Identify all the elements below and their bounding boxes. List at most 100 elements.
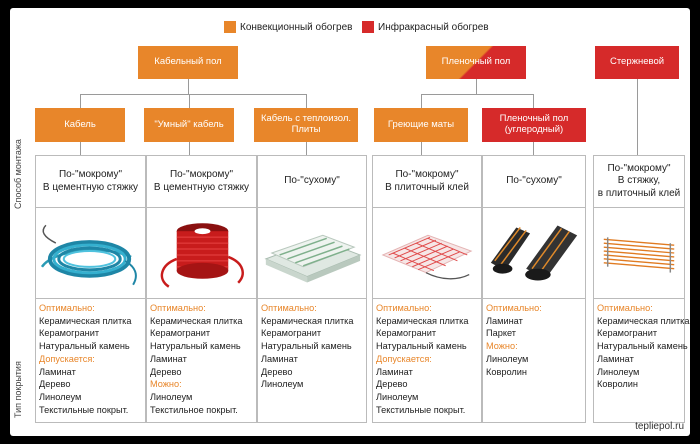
red-cable-spool-image <box>147 209 256 297</box>
cover-heading: Оптимально: <box>376 303 432 313</box>
connector <box>637 79 638 156</box>
mount-lines: По-"мокрому"В цементную стяжку <box>154 169 249 194</box>
connector <box>80 94 307 95</box>
group-rod-floor: Стержневой <box>595 46 679 79</box>
cover-item: Ковролин <box>597 379 638 390</box>
cover-item: Керамическая плитка <box>150 315 243 326</box>
cover-item: Линолеум <box>150 391 193 402</box>
connector <box>80 142 81 156</box>
cover-item: Натуральный камень <box>597 341 688 352</box>
legend-convection: Конвекционный обогрев <box>224 21 352 33</box>
insulation-plates-image <box>258 209 366 297</box>
subtype-film-carbon: Пленочный пол (углеродный) <box>482 108 586 142</box>
row-label-cover: Тип покрытия <box>13 361 23 418</box>
cover-item: Натуральный камень <box>39 341 130 352</box>
mount-lines: По-"мокрому"В цементную стяжку <box>43 169 138 194</box>
cover-item: Паркет <box>486 328 516 339</box>
cover-item: Дерево <box>39 379 71 390</box>
rod-mat-image <box>594 209 684 297</box>
mount-line: В плиточный клей <box>385 181 469 193</box>
cover-item: Ламинат <box>376 366 413 377</box>
mount-line: По-"мокрому" <box>607 162 671 174</box>
mount-line: По-"мокрому" <box>169 169 234 180</box>
mount-lines: По-"мокрому"В плиточный клей <box>385 169 469 194</box>
mount-method: По-"мокрому"В цементную стяжку <box>147 156 256 208</box>
connector <box>421 142 422 156</box>
subtype-cable-insulation: Кабель с теплоизол. Плиты <box>254 108 358 142</box>
cover-item: Ламинат <box>597 353 634 364</box>
mount-line: В цементную стяжку <box>153 181 250 193</box>
cover-item: Керамогранит <box>150 328 211 339</box>
mount-line: в плиточный клей <box>597 187 681 199</box>
cover-item: Натуральный камень <box>150 341 241 352</box>
cover-item: Ламинат <box>150 353 187 364</box>
connector <box>189 94 190 108</box>
legend-swatch-red <box>362 21 374 33</box>
cover-item: Керамическая плитка <box>376 315 469 326</box>
group-film-floor: Пленочный пол <box>426 46 526 79</box>
column-cable: По-"мокрому"В цементную стяжку Оптимальн… <box>35 155 146 423</box>
mount-line: В цементную стяжку <box>42 181 139 193</box>
cover-item: Ковролин <box>486 366 527 377</box>
cover-item: Керамогранит <box>376 328 437 339</box>
mount-method: По-"мокрому"В стяжку,в плиточный клей <box>594 156 684 208</box>
cover-item: Дерево <box>376 379 408 390</box>
connector <box>306 94 307 108</box>
cover-item: Линолеум <box>39 391 82 402</box>
mount-lines: По-"сухому" <box>506 175 562 188</box>
cover-heading: Оптимально: <box>39 303 95 313</box>
mount-line: По-"мокрому" <box>58 169 123 180</box>
cover-heading: Оптимально: <box>150 303 206 313</box>
cover-item: Керамогранит <box>39 328 100 339</box>
cover-item: Керамогранит <box>261 328 322 339</box>
cover-item: Линолеум <box>597 366 640 377</box>
diagram-frame: Конвекционный обогрев Инфракрасный обогр… <box>10 8 690 436</box>
cover-item: Керамическая плитка <box>597 315 690 326</box>
connector <box>80 94 81 108</box>
cover-heading: Допускается: <box>39 353 95 364</box>
cover-item: Текстильные покрыт. <box>376 404 466 415</box>
cover-item: Керамогранит <box>597 328 658 339</box>
cover-item: Линолеум <box>486 353 529 364</box>
mount-method: По-"мокрому"В цементную стяжку <box>36 156 145 208</box>
connector <box>188 79 189 94</box>
cover-item: Ламинат <box>261 353 298 364</box>
group-cable-floor: Кабельный пол <box>138 46 238 79</box>
cover-item: Линолеум <box>261 379 304 390</box>
legend-convection-label: Конвекционный обогрев <box>240 21 353 33</box>
cover-item: Текстильное покрыт. <box>150 404 238 415</box>
mount-lines: По-"мокрому"В стяжку,в плиточный клей <box>598 163 681 201</box>
mount-method: По-"сухому" <box>483 156 585 208</box>
connector <box>476 79 477 94</box>
connector <box>421 94 422 108</box>
connector <box>533 94 534 108</box>
cover-item: Керамическая плитка <box>39 315 132 326</box>
heating-mat-image <box>373 209 481 297</box>
cover-item: Линолеум <box>376 391 419 402</box>
subtype-smart-cable: "Умный" кабель <box>144 108 234 142</box>
cover-item: Ламинат <box>486 315 523 326</box>
mount-lines: По-"сухому" <box>284 175 340 188</box>
blue-cable-coil-image <box>36 209 145 297</box>
cover-item: Текстильные покрыт. <box>39 404 129 415</box>
connector <box>421 94 534 95</box>
cover-item: Натуральный камень <box>376 341 467 352</box>
cover-heading: Допускается: <box>376 353 432 364</box>
cover-heading: Оптимально: <box>486 303 542 313</box>
cover-item: Натуральный камень <box>261 341 352 352</box>
cover-heading: Можно: <box>150 379 182 390</box>
mount-line: По-"мокрому" <box>395 169 459 180</box>
column-rod: По-"мокрому"В стяжку,в плиточный клей Оп… <box>593 155 690 423</box>
mount-line: В стяжку, <box>617 175 661 187</box>
column-smart-cable: По-"мокрому"В цементную стяжку Оптимальн… <box>146 155 257 423</box>
connector <box>306 142 307 156</box>
cover-item: Дерево <box>150 366 182 377</box>
column-heating-mats: По-"мокрому"В плиточный клей Оптимально:… <box>372 155 482 423</box>
site-watermark: tepliepol.ru <box>635 421 684 432</box>
legend-infrared: Инфракрасный обогрев <box>362 21 489 33</box>
